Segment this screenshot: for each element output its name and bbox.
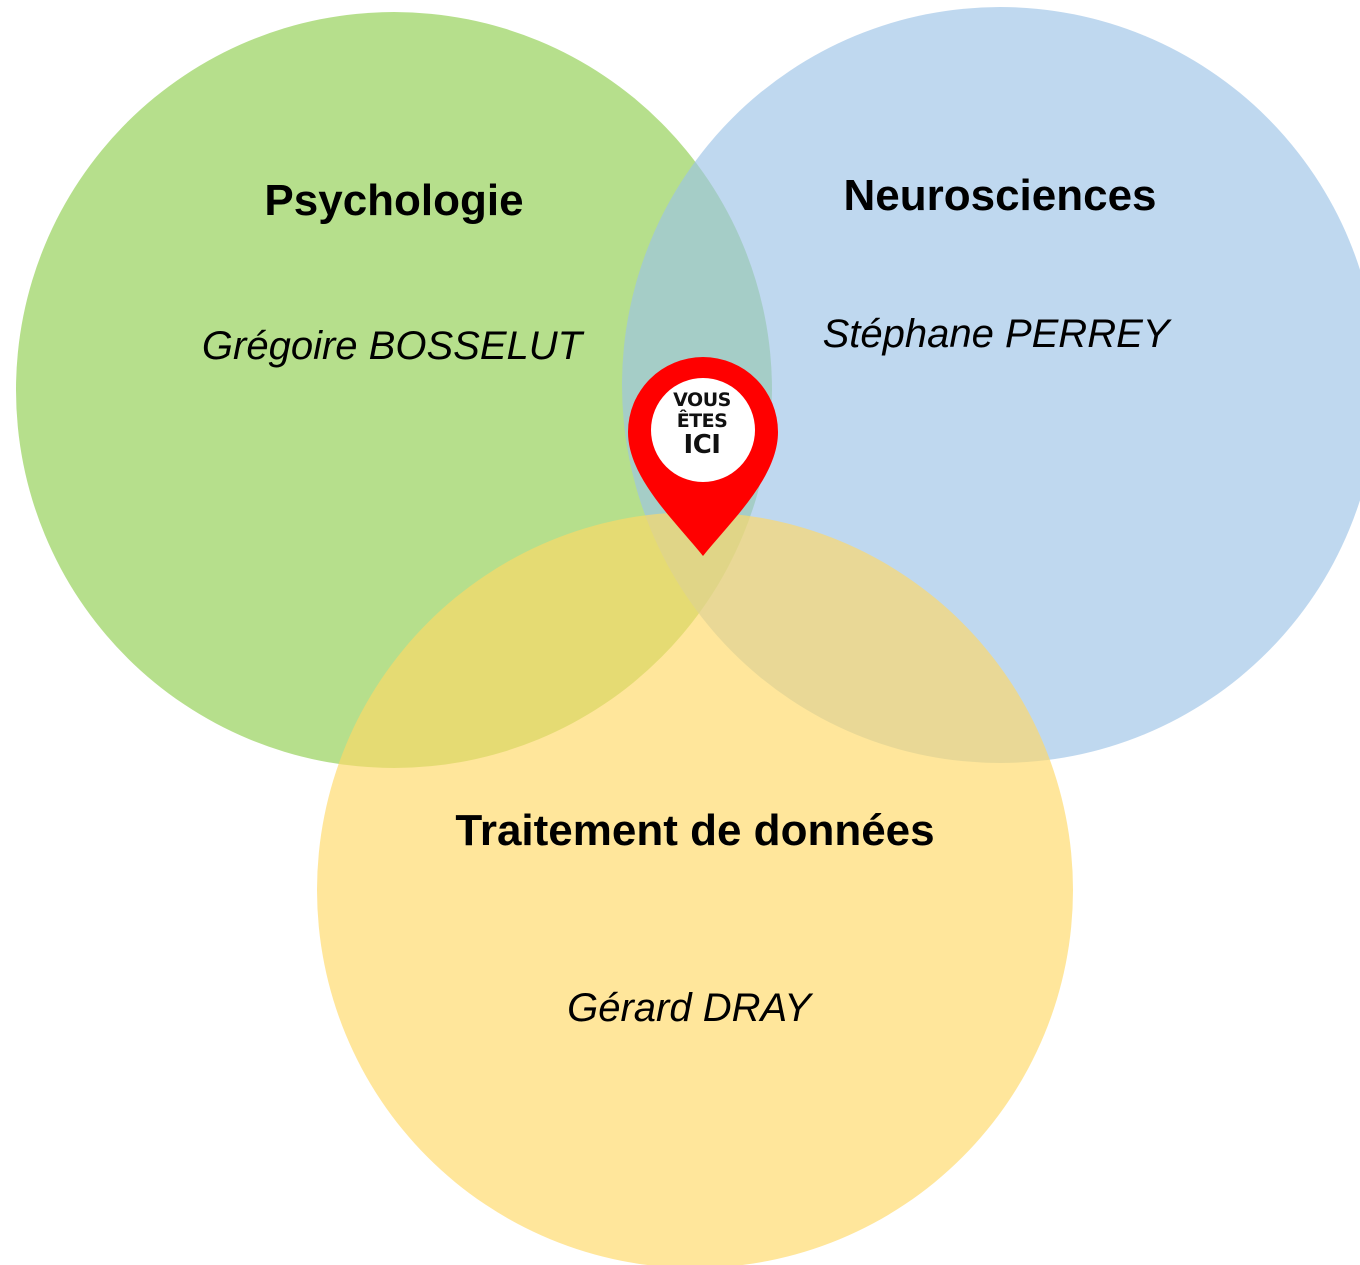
traitement-person: Gérard DRAY [567, 986, 811, 1030]
neurosciences-person: Stéphane PERREY [822, 312, 1170, 356]
location-pin-icon [628, 357, 778, 556]
neurosciences-title: Neurosciences [843, 171, 1157, 220]
marker-line-1: VOUS [673, 389, 731, 411]
marker-line-2: ÊTES [676, 410, 728, 432]
marker-line-3: ICI [683, 430, 721, 460]
location-marker-label: VOUS ÊTES ICI [652, 389, 752, 460]
traitement-title: Traitement de données [455, 806, 935, 855]
psychologie-person: Grégoire BOSSELUT [201, 324, 583, 368]
circle-traitement [317, 512, 1073, 1265]
psychologie-title: Psychologie [264, 176, 524, 225]
